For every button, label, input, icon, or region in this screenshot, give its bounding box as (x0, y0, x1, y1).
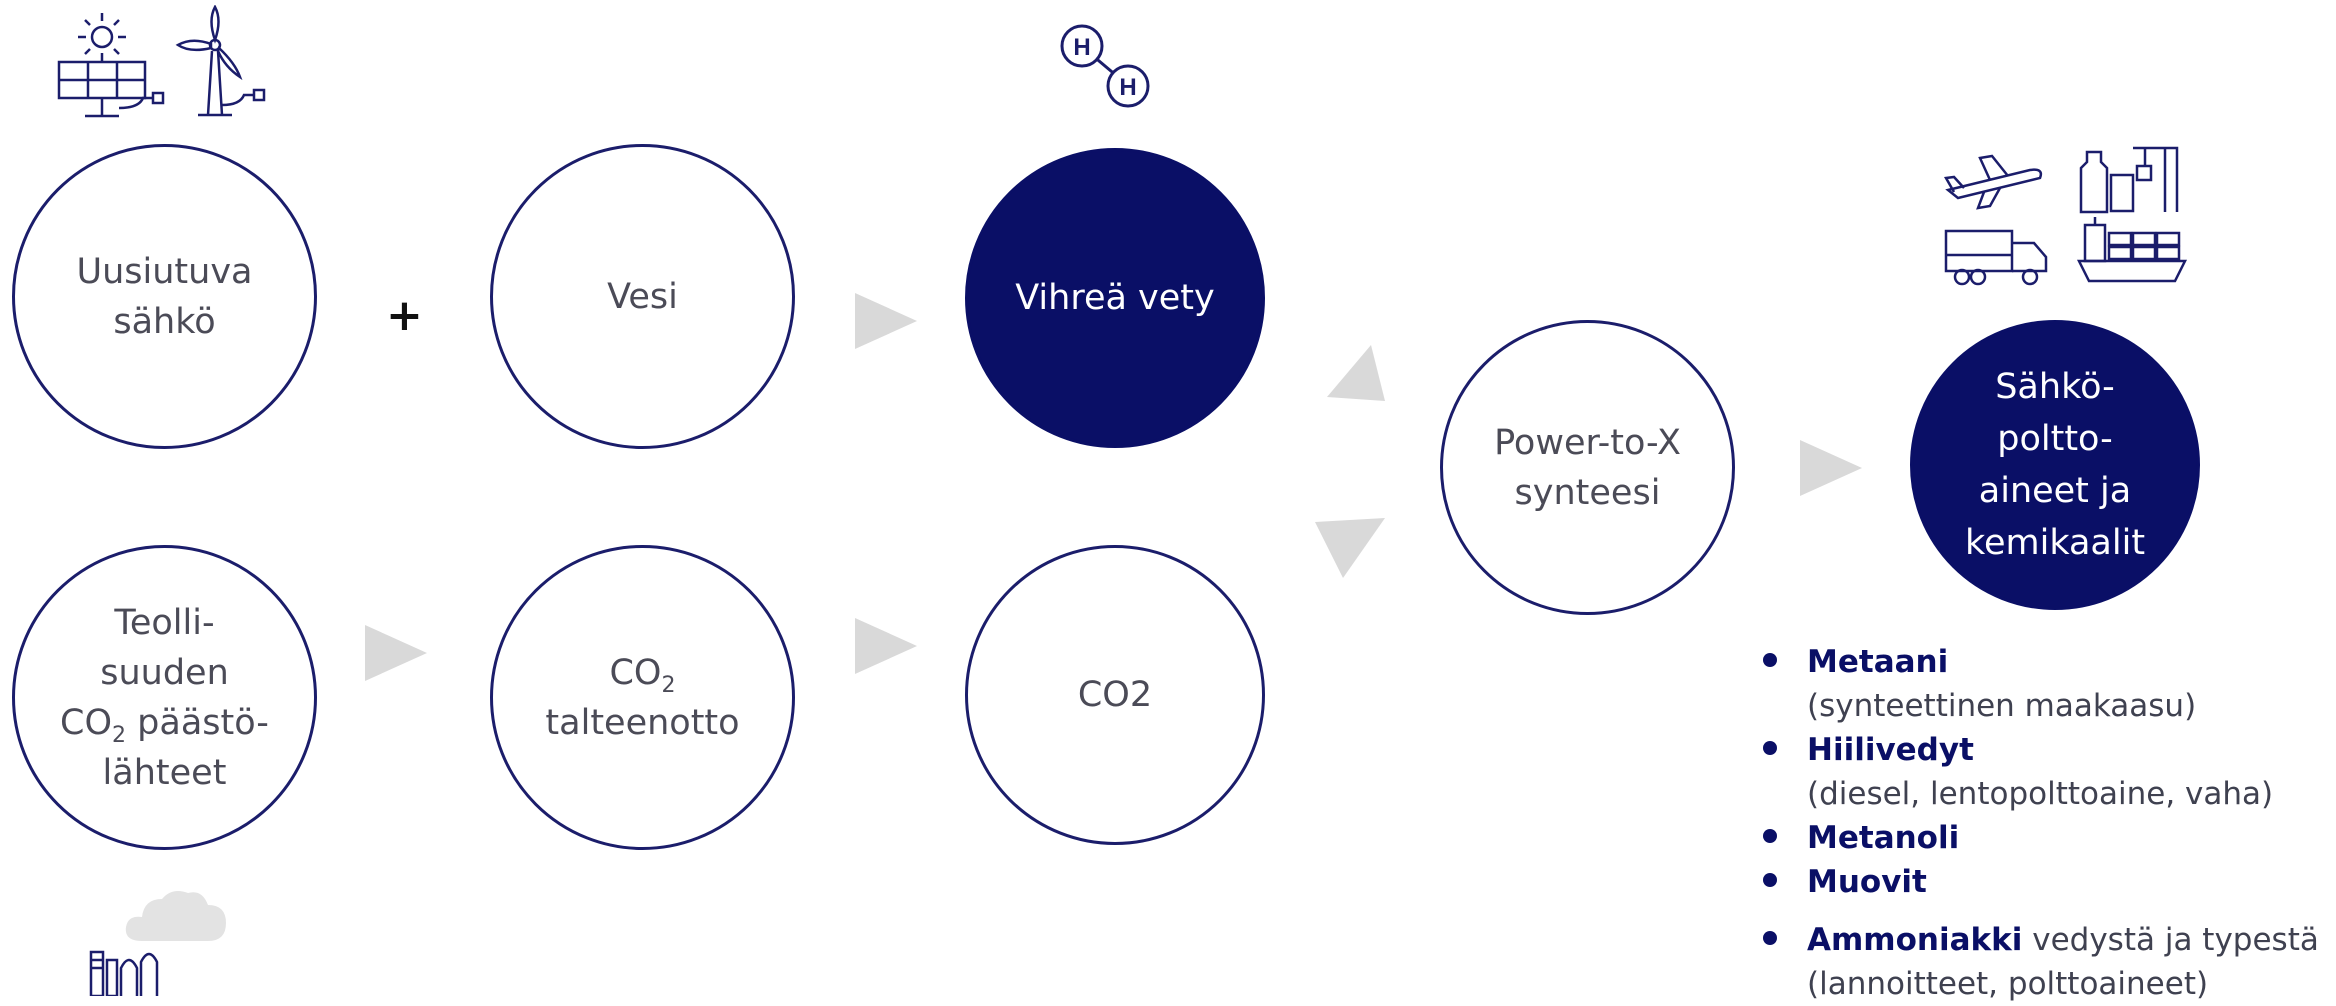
wind-turbine-icon (175, 5, 266, 117)
bullet-dot (1763, 741, 1777, 755)
arrow-industry-to-capture (365, 625, 427, 681)
industry-line-2: suuden (100, 652, 229, 693)
capture-line-1: CO2 (545, 648, 739, 698)
cargo-ship-icon (2076, 217, 2188, 283)
hydrogen-atom-1: H (1073, 34, 1090, 61)
solar-panel-icon (57, 60, 165, 118)
arrow-water-to-hydrogen (855, 293, 917, 349)
list-item: Metaani (synteettinen maakaasu) (1755, 640, 2335, 728)
electrofuels-circle: Sähkö- poltto- aineet ja kemikaalit (1910, 320, 2200, 610)
bullet-dot (1763, 829, 1777, 843)
power-to-x-circle: Power-to-X synteesi (1440, 320, 1735, 615)
factory-products-icon (2079, 146, 2179, 214)
list-item: Hiilivedyt (diesel, lentopolttoaine, vah… (1755, 728, 2335, 816)
efuels-line-3: aineet ja (1978, 471, 2132, 511)
product-name: Hiilivedyt (1807, 732, 1974, 768)
renewable-line-2: sähkö (113, 301, 216, 342)
plus-sign: + (386, 290, 423, 341)
product-list: Metaani (synteettinen maakaasu) Hiilived… (1755, 640, 2335, 1006)
ptx-line-2: synteesi (1514, 472, 1661, 513)
renewable-line-1: Uusiutuva (76, 251, 253, 292)
product-detail: (synteettinen maakaasu) (1807, 688, 2197, 724)
industry-emission-text: päästö- (126, 702, 269, 743)
industry-line-4: lähteet (102, 752, 227, 793)
product-detail: (diesel, lentopolttoaine, vaha) (1807, 776, 2274, 812)
truck-icon (1944, 229, 2048, 286)
efuels-line-1: Sähkö- (1995, 367, 2115, 407)
product-name: Metaani (1807, 644, 1949, 680)
co2-capture-circle: CO2 talteenotto (490, 545, 795, 850)
list-item: Metanoli (1755, 816, 2335, 860)
industry-line-3: CO2 päästö- (60, 698, 269, 748)
list-item: Ammoniakki vedystä ja typestä (lannoitte… (1755, 918, 2335, 1006)
industry-co-text: CO (60, 702, 113, 743)
bullet-dot (1763, 653, 1777, 667)
arrow-hydrogen-to-ptx (1327, 345, 1385, 401)
bullet-dot (1763, 873, 1777, 887)
product-detail: (lannoitteet, polttoaineet) (1807, 966, 2209, 1002)
renewable-electricity-circle: Uusiutuva sähkö (12, 144, 317, 449)
arrow-co2-to-ptx (1315, 518, 1385, 578)
product-name: Ammoniakki (1807, 922, 2023, 958)
water-label: Vesi (607, 276, 678, 317)
industrial-plant-icon (89, 950, 159, 996)
product-suffix: vedystä ja typestä (2022, 922, 2319, 958)
ptx-line-1: Power-to-X (1494, 422, 1681, 463)
product-name: Muovit (1807, 864, 1927, 900)
airplane-icon (1943, 154, 2043, 210)
industry-emissions-circle: Teolli- suuden CO2 päästö- lähteet (12, 545, 317, 850)
hydrogen-molecule-icon: H H (1060, 24, 1150, 108)
bullet-dot (1763, 931, 1777, 945)
capture-line-2: talteenotto (545, 702, 740, 743)
cloud-icon (125, 891, 226, 941)
water-circle: Vesi (490, 144, 795, 449)
capture-co-text: CO (609, 652, 662, 693)
capture-subscript: 2 (661, 672, 676, 698)
list-item: Muovit (1755, 860, 2335, 904)
sun-icon (78, 13, 126, 61)
green-hydrogen-label: Vihreä vety (1015, 278, 1215, 318)
efuels-line-4: kemikaalit (1964, 523, 2146, 563)
product-name: Metanoli (1807, 820, 1960, 856)
industry-subscript: 2 (112, 722, 127, 748)
arrow-ptx-to-efuels (1800, 440, 1862, 496)
co2-circle: CO2 (965, 545, 1265, 845)
efuels-line-2: poltto- (1997, 419, 2113, 459)
co2-label: CO2 (1077, 675, 1153, 715)
hydrogen-atom-2: H (1119, 74, 1136, 101)
green-hydrogen-circle: Vihreä vety (965, 148, 1265, 448)
industry-line-1: Teolli- (114, 602, 215, 643)
arrow-capture-to-co2 (855, 618, 917, 674)
